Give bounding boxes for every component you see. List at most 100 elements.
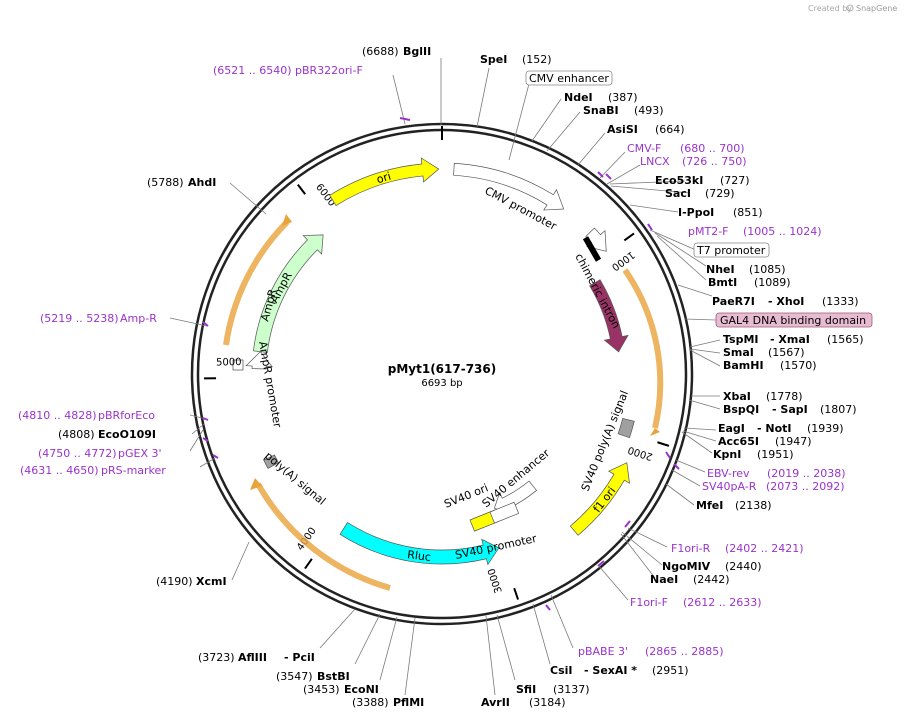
paer7i-label: PaeR7I: [712, 295, 755, 308]
tspmi-label: TspMI: [723, 333, 759, 346]
asisi-label: AsiSI: [607, 123, 638, 136]
tick-mark: [304, 558, 313, 570]
ebv-rev-label: EBV-rev: [707, 467, 750, 480]
econi-pos: (3453): [303, 683, 340, 696]
pflmi-pos: (3388): [352, 696, 389, 709]
econi-label: EcoNI: [344, 683, 379, 696]
feature-ampr: [253, 234, 324, 353]
f1ori-f-pos: (2612 .. 2633): [683, 596, 762, 609]
saci-pos: (729): [705, 187, 735, 200]
feature-ampr-promoter: [245, 351, 273, 370]
snapgene-logo-icon: [846, 4, 854, 12]
pbabe3-label: pBABE 3': [578, 645, 628, 658]
acc65i-pos: (1947): [775, 435, 812, 448]
pgex3-label: pGEX 3': [118, 447, 162, 460]
pbrforeco-pos: (4810 .. 4828): [18, 409, 97, 422]
sapi-label: - SapI: [772, 403, 808, 416]
t7-promoter-label: T7 promoter: [696, 244, 766, 257]
feature-inline-label: Rluc: [406, 548, 431, 564]
ngomiv-pos: (2440): [725, 560, 762, 573]
pbrforeco-label: pBRforEco: [98, 409, 155, 422]
tick-label: 5000: [216, 357, 242, 368]
nhei-pos: (1085): [749, 263, 786, 276]
tick-mark: [513, 587, 520, 600]
backbone: [190, 122, 694, 626]
bamhi-label: BamHI: [723, 359, 764, 372]
feature-label-ampr-promoter: AmpR promoter: [256, 340, 284, 429]
gal4-box: [715, 312, 873, 328]
tick-mark: [657, 441, 670, 447]
asisi-pos: (664): [655, 123, 685, 136]
sv40pa-r-label: SV40pA-R: [702, 480, 757, 493]
t7-promoter-box: [693, 242, 770, 258]
ndei-label: NdeI: [564, 91, 593, 104]
pbr322ori-f-label: pBR322ori-F: [295, 64, 363, 77]
lncx-label: LNCX: [640, 155, 670, 168]
feature-sv40-poly-a-signal: [617, 417, 635, 439]
xbai-pos: (1778): [766, 390, 803, 403]
pgex3-pos: (4750 .. 4772): [38, 447, 117, 460]
bstbi-pos: (3547): [276, 670, 313, 683]
snabi-pos: (493): [634, 104, 664, 117]
amp-r-label: Amp-R: [120, 312, 157, 325]
xmai-label: - XmaI: [770, 333, 810, 346]
pflmi-label: PflMI: [393, 696, 424, 709]
ecoo109i-label: EcoO109I: [98, 428, 156, 441]
cmv-f-pos: (680 .. 700): [680, 142, 745, 155]
kpni-pos: (1951): [757, 448, 794, 461]
f1ori-r-label: F1ori-R: [671, 542, 711, 555]
naei-label: NaeI: [650, 573, 678, 586]
feature-label-sv40-promoter: SV40 promoter: [454, 532, 538, 562]
ahdi-label: AhdI: [188, 176, 216, 189]
sv40pa-r-pos: (2073 .. 2092): [766, 480, 845, 493]
naei-pos: (2442): [693, 573, 730, 586]
primer-markers: [202, 117, 680, 611]
eagi-label: EagI: [718, 422, 745, 435]
snabi-label: SnaBI: [583, 104, 619, 117]
bglii-label: BglII: [403, 45, 431, 58]
feature-label-polya-signal: poly(A) signal: [262, 449, 328, 507]
pbr322ori-f-pos: (6521 .. 6540): [213, 64, 292, 77]
cmv-enhancer-label: CMV enhancer: [529, 72, 609, 85]
feature-label-sv40-ori: SV40 ori: [442, 481, 490, 510]
pmt2-f-label: pMT2-F: [688, 225, 729, 238]
leader-lines: [169, 58, 721, 696]
i-ppoi-pos: (851): [733, 206, 763, 219]
orf-outline-ampr: [223, 219, 290, 346]
paer7i-pos: (1333): [822, 295, 859, 308]
ngomiv-label: NgoMIV: [662, 560, 711, 573]
eco53ki-pos: (727): [720, 174, 750, 187]
acc65i-label: Acc65I: [718, 435, 759, 448]
feature-poly-a-signal: [263, 454, 280, 469]
orf-outlines: [223, 214, 664, 591]
pmt2-f-pos: (1005 .. 1024): [743, 225, 822, 238]
feature-inline-label: ori: [375, 170, 392, 187]
f1ori-f-label: F1ori-F: [630, 596, 668, 609]
csii-pos: (2951): [652, 664, 689, 677]
bmti-label: BmtI: [708, 276, 737, 289]
amp-promoter-small-marker: [232, 359, 244, 371]
feature-ori: [329, 157, 440, 207]
ecoo109i-pos: (4808): [58, 428, 95, 441]
orf-outline-rluc: [255, 482, 391, 591]
orf-outline-rluc-head: [250, 478, 262, 490]
tick-label: 1000: [609, 249, 636, 273]
sexai-label: - SexAI *: [584, 664, 637, 677]
tick-mark: [297, 184, 306, 195]
xhoi-label: - XhoI: [768, 295, 804, 308]
afliii-label: AflIII: [238, 651, 267, 664]
avrii-pos: (3184): [529, 696, 566, 709]
gal4-label: GAL4 DNA binding domain: [720, 314, 866, 327]
tick-mark: [623, 232, 635, 242]
chimeric-intron-block: [582, 236, 602, 262]
backbone-outer-circle: [190, 122, 694, 626]
mfei-pos: (2138): [735, 499, 772, 512]
plasmid-name: pMyt1(617-736): [388, 362, 497, 376]
prs-marker-label: pRS-marker: [101, 464, 166, 477]
spei-pos: (152): [522, 53, 552, 66]
kpni-label: KpnI: [713, 448, 741, 461]
xcmi-pos: (4190): [156, 575, 193, 588]
spei-label: SpeI: [480, 53, 507, 66]
